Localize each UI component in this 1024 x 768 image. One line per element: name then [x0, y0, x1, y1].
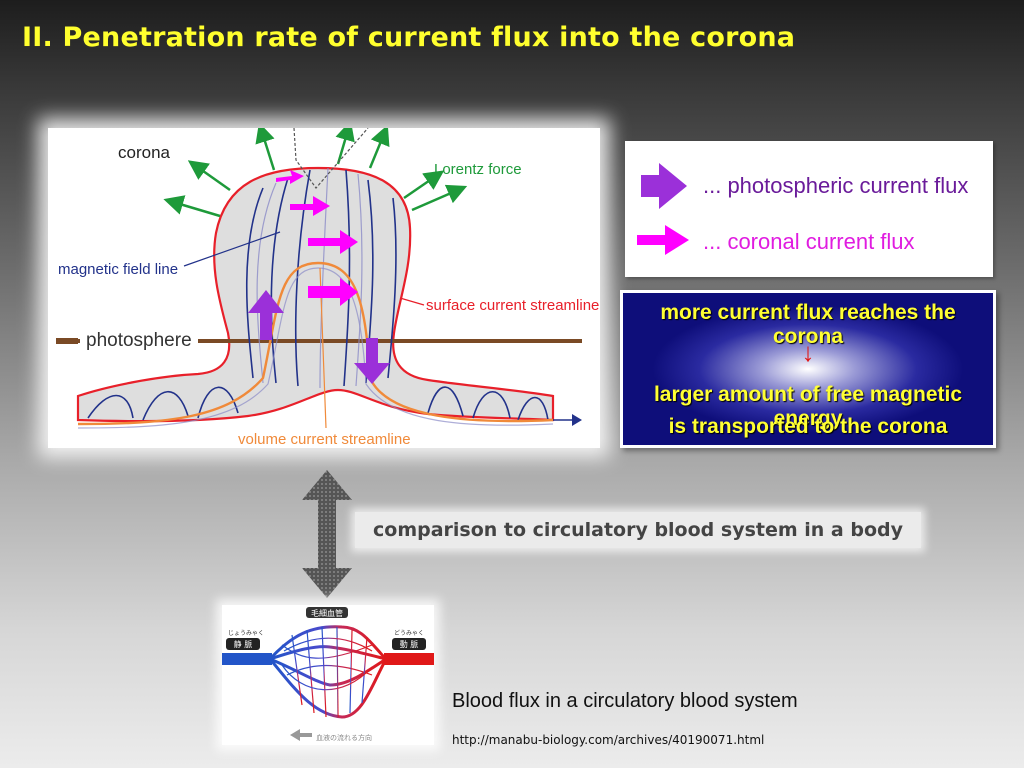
artery-ruby: どうみゃく	[394, 629, 424, 637]
field-lines	[87, 169, 549, 421]
conclusion-box: more current flux reaches the corona ↓ l…	[620, 290, 996, 448]
photosphere-label: photosphere	[86, 330, 192, 351]
photospheric-current-arrows	[248, 290, 390, 384]
comparison-box: comparison to circulatory blood system i…	[355, 512, 921, 548]
lorentz-label: Lorentz force	[434, 161, 522, 178]
conclusion-line-2: larger amount of free magnetic energy	[653, 383, 963, 430]
flux-rope-figure: corona Lorentz force magnetic field line…	[48, 128, 600, 448]
legend-coronal: ... coronal current flux	[703, 229, 915, 254]
double-headed-arrow-icon	[302, 470, 352, 598]
coronal-current-arrows	[276, 170, 358, 306]
source-url[interactable]: http://manabu-biology.com/archives/40190…	[452, 733, 765, 747]
artery-label: 動 脈	[400, 639, 419, 649]
volume-current-label: volume current streamline	[238, 431, 411, 448]
surface-current-label: surface current streamline	[426, 297, 599, 314]
conclusion-line-1: more current flux reaches the corona	[660, 301, 956, 348]
conclusion-down-arrow: ↓	[801, 337, 815, 367]
blood-circulation-figure: 毛細血管 じょうみゃく 静 脈 どうみゃく 動 脈 血液の流れる方向	[222, 605, 434, 745]
conclusion-line-3: is transported to the corona	[668, 415, 948, 438]
field-line-label: magnetic field line	[58, 261, 178, 278]
flow-direction-label: 血液の流れる方向	[316, 733, 372, 742]
vein-label: 静 脈	[234, 639, 253, 649]
volume-current-path	[77, 261, 554, 426]
corona-label: corona	[118, 143, 171, 162]
photospheric-arrow-icon	[641, 163, 687, 209]
capillary-diagram: 毛細血管 じょうみゃく 静 脈 どうみゃく 動 脈 血液の流れる方向	[222, 607, 434, 742]
blood-caption: Blood flux in a circulatory blood system	[452, 690, 798, 712]
coronal-arrow-icon	[637, 225, 689, 255]
comparison-text: comparison to circulatory blood system i…	[373, 519, 903, 541]
lorentz-force-arrows	[163, 128, 468, 218]
capillary-label: 毛細血管	[311, 608, 343, 618]
vein-ruby: じょうみゃく	[228, 630, 264, 637]
legend-box: ... photospheric current flux ... corona…	[625, 141, 993, 277]
legend-photospheric: ... photospheric current flux	[703, 173, 969, 198]
flux-rope-diagram: corona Lorentz force magnetic field line…	[56, 128, 599, 448]
slide-title: II. Penetration rate of current flux int…	[22, 22, 796, 53]
